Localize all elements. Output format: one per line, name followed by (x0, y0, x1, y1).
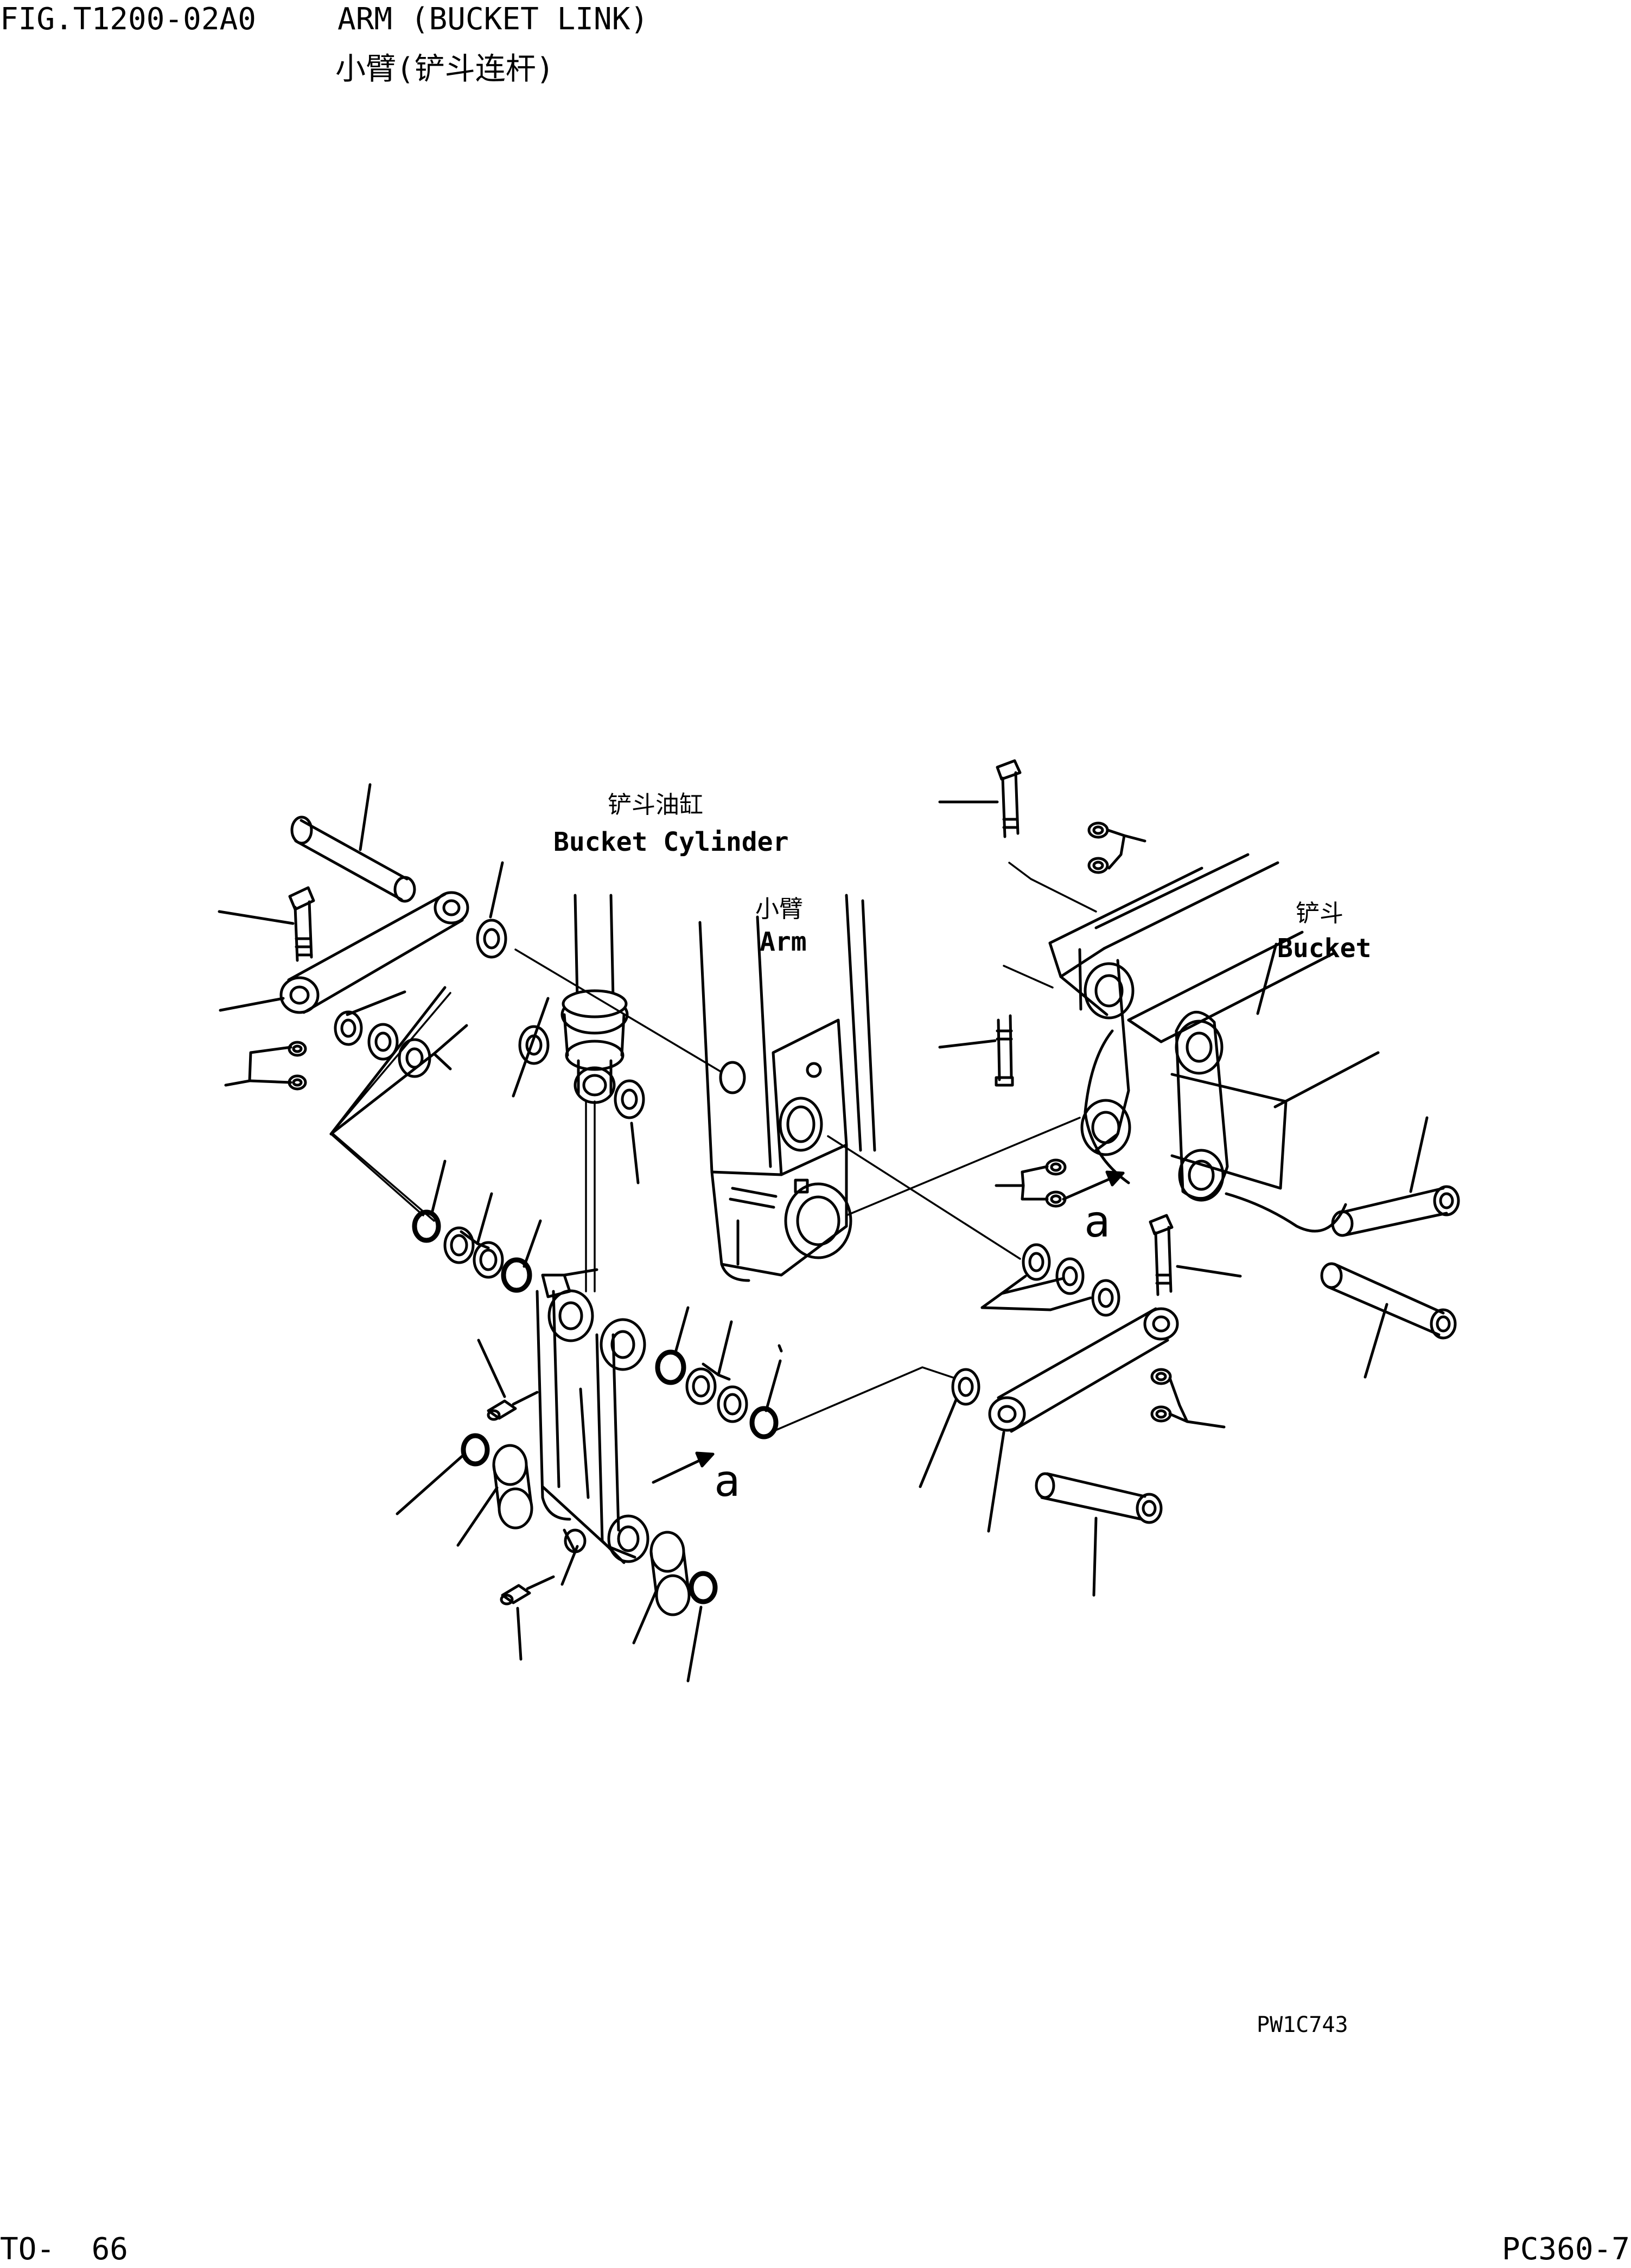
nuts-top-right (1087, 821, 1109, 874)
bucket-label-en: Bucket (1277, 933, 1372, 964)
bolt-left (288, 886, 315, 962)
bushing-lower-left (492, 1444, 533, 1530)
bucket-cylinder (560, 894, 629, 1292)
figure-title-en: ARM (BUCKET LINK) (337, 2, 649, 37)
reference-a-upper: a (1084, 1196, 1111, 1247)
page-number: TO- 66 (0, 2232, 129, 2267)
seal-stack-right (655, 1349, 779, 1439)
seal-lower-left (461, 1433, 490, 1467)
reference-a-lower: a (714, 1456, 741, 1506)
pin-right-link (1035, 1472, 1163, 1524)
grease-fitting-lower (500, 1575, 555, 1606)
arm-body (698, 894, 876, 1282)
shim-cylinder-left (518, 1025, 550, 1065)
shim-top (476, 919, 507, 959)
drawing-id: PW1C743 (1257, 2012, 1348, 2037)
arm-label-en: Arm (760, 927, 807, 957)
bushing-lower-right (649, 1531, 691, 1616)
seal-stack-left (412, 1209, 532, 1293)
h-link (536, 1268, 649, 1564)
arrow-a-upper (1062, 1170, 1125, 1201)
bolt-top-right (996, 759, 1022, 838)
bucket-cylinder-label-en: Bucket Cylinder (553, 827, 789, 857)
shim-right-link (951, 1368, 980, 1406)
pin-bucket-lower (1320, 1262, 1457, 1340)
pin-bucket-upper (1331, 1185, 1460, 1237)
nuts-right (1150, 1368, 1172, 1423)
shim-stack-bucket (1022, 1243, 1120, 1317)
shim-cylinder-right (614, 1079, 645, 1119)
bucket-cylinder-label-cn: 铲斗油缸 (608, 791, 703, 819)
figure-number: FIG.T1200-02A0 (0, 2, 257, 37)
figure-title-cn: 小臂(铲斗连杆) (335, 52, 555, 87)
seal-lower-right (689, 1571, 718, 1604)
assembly-lines (329, 862, 1097, 1434)
grease-fitting-upper (487, 1391, 539, 1421)
bucket-body (1048, 853, 1380, 1233)
bolt-bucket (995, 1014, 1014, 1087)
leader-lines (218, 783, 1429, 1683)
shim-arm (719, 1061, 746, 1094)
arm-label-cn: 小臂 (755, 895, 803, 923)
left-link (279, 891, 469, 1014)
bucket-label-cn: 铲斗 (1296, 900, 1343, 927)
pin-top-left (290, 816, 416, 903)
right-link (988, 1307, 1179, 1433)
model-number: PC360-7 (1502, 2232, 1630, 2267)
bolt-right (1149, 1214, 1174, 1296)
arrow-a-lower (652, 1451, 715, 1484)
